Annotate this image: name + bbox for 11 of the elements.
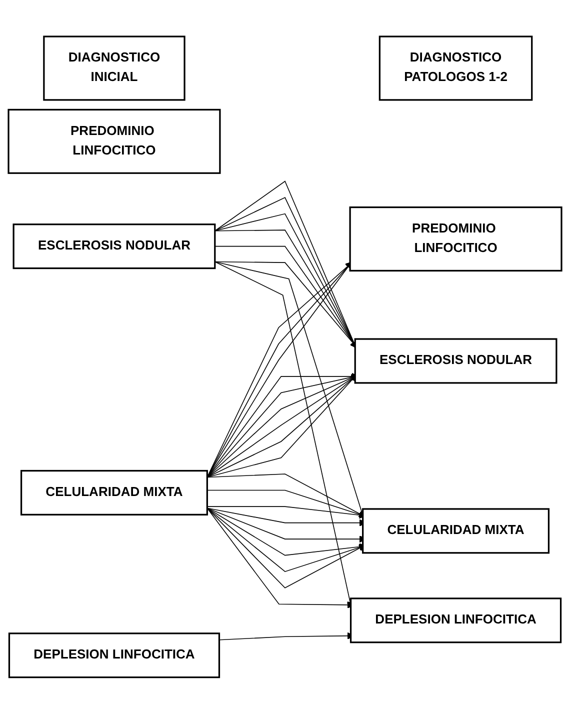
node-box [12, 224, 216, 270]
node-box [8, 108, 221, 174]
node-box [362, 508, 550, 554]
flowchart: DIAGNOSTICO INICIAL PREDOMINIO LINFOCITICO ESCLEROSIS NODULAR CELULARIDAD MIXTA DEPLESION LINFOCITICA DIAGNOSTICO PATOLOGOS 1-2 PREDOMINIO LINFOCITICO ESCLEROSIS NODULAR CELULARIDAD MIXTA DEPLESION LINFOCITICA [2, 30, 568, 684]
node-box [349, 206, 562, 272]
node-box [378, 36, 533, 101]
node-box [8, 632, 220, 678]
node-box [20, 470, 208, 516]
node-box [350, 598, 562, 644]
node-box [43, 36, 186, 101]
node-box [354, 338, 558, 384]
